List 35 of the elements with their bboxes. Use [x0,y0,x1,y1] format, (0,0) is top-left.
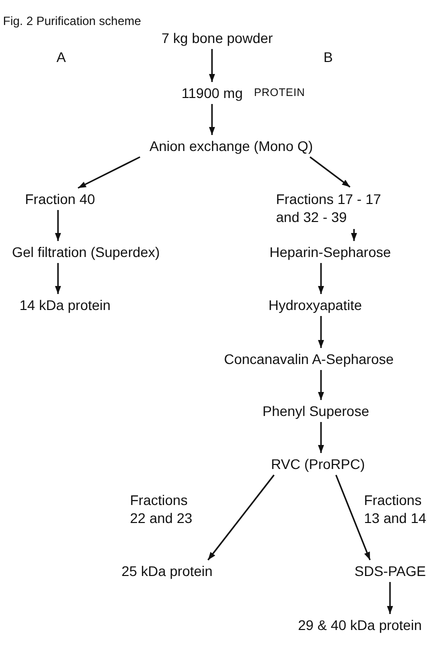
step-text: Heparin-Sepharose [268,241,393,263]
arrow [207,474,275,560]
arrow [208,49,216,82]
annotation-text: PROTEIN [254,86,305,100]
edge-label: Fractions 22 and 23 [130,491,194,527]
step-text: 14 kDa protein [18,294,113,316]
step-text: Gel filtration (Superdex) [10,241,162,263]
column-label: B [324,49,333,65]
arrow [318,263,324,294]
arrow [54,263,62,294]
step-text: Fractions 17 - 17 and 32 - 39 [274,187,400,229]
arrow [310,156,350,188]
column-label: A [56,49,66,65]
step-text: 11900 mg [180,82,245,104]
step-text: Anion exchange (Mono Q) [148,135,315,157]
step-text: 7 kg bone powder [160,27,275,49]
arrow [78,156,140,189]
arrow [335,474,371,560]
step-text: Concanavalin A-Sepharose [222,348,396,370]
step-text: Phenyl Superose [260,400,372,422]
step-text: 29 & 40 kDa protein [296,614,424,636]
arrow [318,422,324,453]
arrow [318,316,324,348]
step-text: RVC (ProRPC) [269,453,367,475]
arrow [386,582,394,614]
step-text: 25 kDa protein [120,560,215,582]
step-text: Hydroxyapatite [266,294,364,316]
arrow [350,229,358,241]
figure-title: Fig. 2 Purification scheme [3,14,142,28]
step-text: SDS-PAGE [352,560,428,582]
edge-label: Fractions 13 and 14 [364,491,428,527]
arrow [54,210,62,241]
arrow [208,104,216,135]
arrow [318,370,324,400]
step-text: Fraction 40 [23,188,98,210]
